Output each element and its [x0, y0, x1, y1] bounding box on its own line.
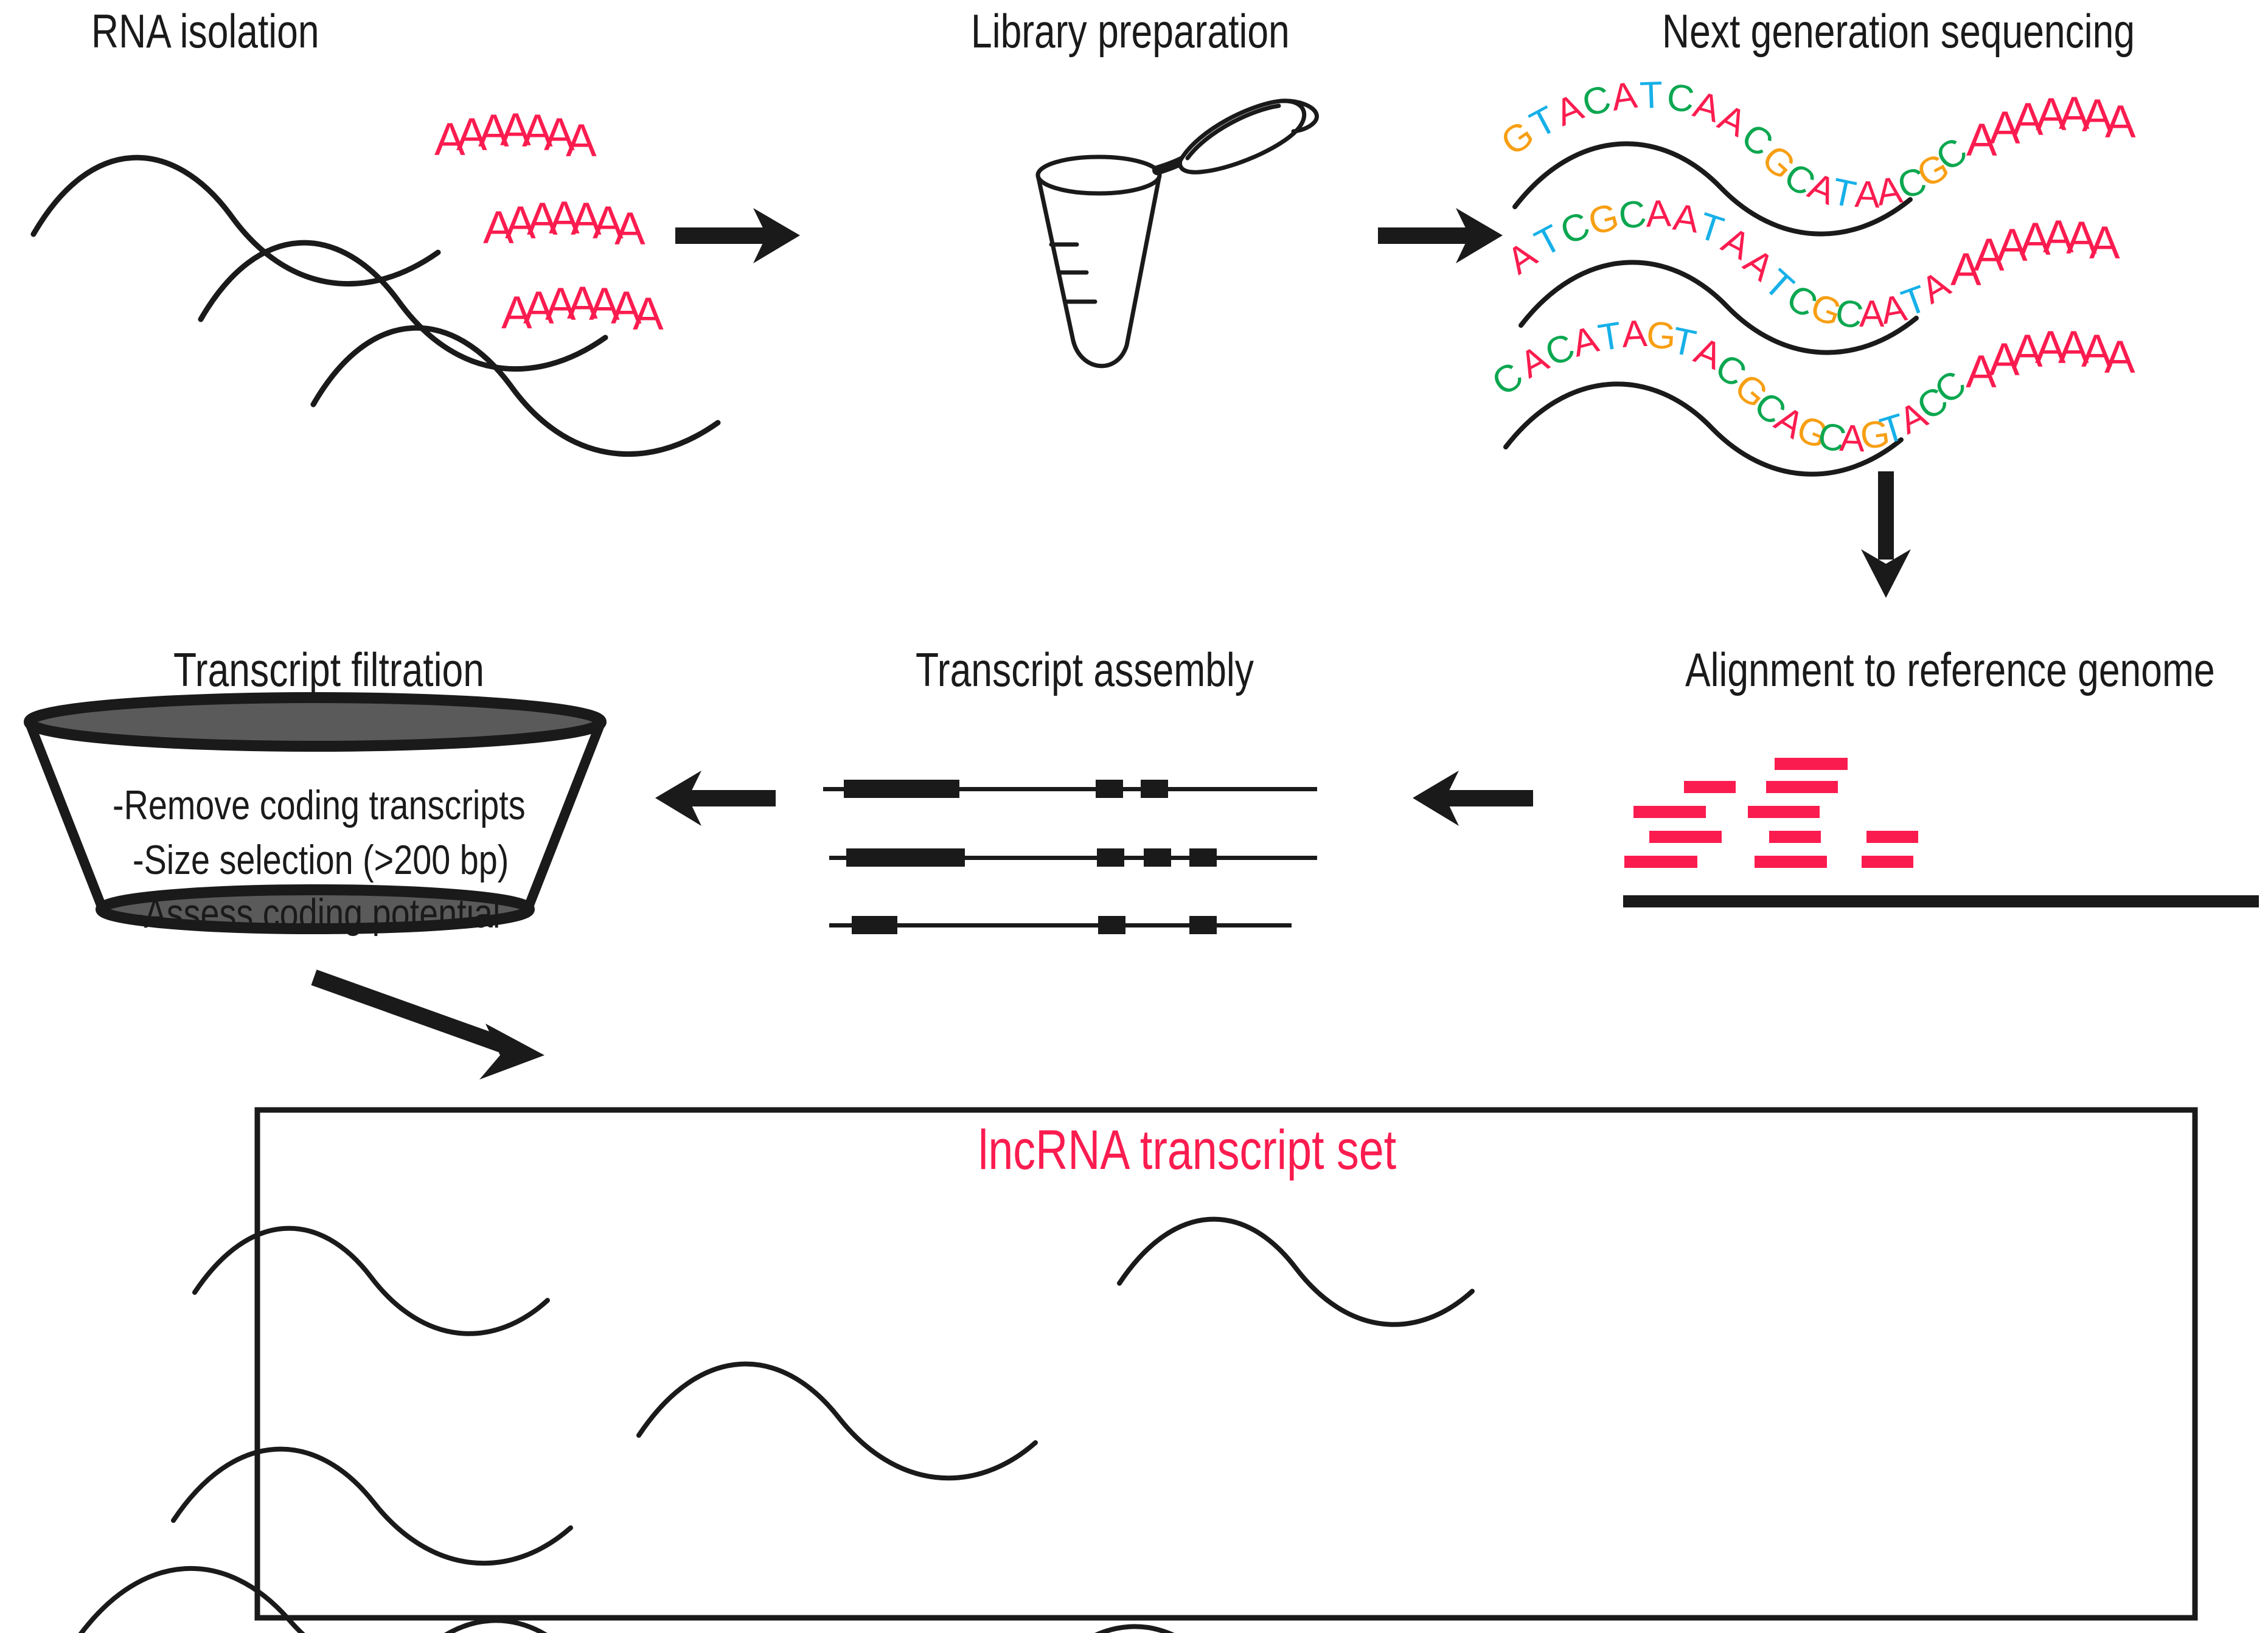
lncrna-wave-3 [636, 1361, 1038, 1481]
svg-text:G: G [1645, 314, 1677, 358]
svg-text:A: A [1671, 196, 1702, 241]
arrow-alignment-to-assembly [1413, 771, 1533, 826]
svg-text:C: C [1616, 192, 1649, 238]
svg-text:A A A A: A A A A A A A [1966, 88, 2136, 166]
lncrna-wave-4 [171, 1446, 573, 1566]
lncrna-wave-6 [444, 1618, 548, 1633]
lncrna-transcript-set-label: lncRNA transcript set [978, 1119, 1397, 1181]
heading-rna-isolation: RNA isolation [91, 4, 319, 58]
svg-text:A: A [1854, 173, 1881, 216]
ngs-read-strand-3: C A C A T A G T A C G C A G C A G T A C … [1484, 313, 2135, 477]
ngs-read-strand-1: G T A C A T C A A C G C A T A A C G C A … [1494, 74, 2136, 237]
heading-library-preparation: Library preparation [971, 4, 1290, 58]
lncrna-wave-2 [1117, 1216, 1475, 1327]
transcript-model-1 [823, 780, 1317, 798]
aligned-read-bars [1624, 758, 1918, 868]
svg-text:A A A A: A A A A A A A [483, 192, 645, 255]
poly-a-tail-1: A A A A A A A [434, 104, 597, 167]
svg-text:A A A A: A A A A A A A [501, 277, 664, 340]
lncrna-wave-1 [192, 1226, 550, 1336]
reference-genome-bar [1623, 895, 2259, 907]
filtration-criterion-2: -Size selection (>200 bp) [133, 837, 509, 883]
transcript-model-2 [829, 848, 1317, 867]
lncrna-transcript-waves-group [78, 1216, 1475, 1633]
heading-next-generation-sequencing: Next generation sequencing [1662, 4, 2135, 58]
lncrna-wave-7 [1094, 1624, 1175, 1633]
svg-text:A: A [1621, 313, 1649, 356]
filtration-criterion-3: -Assess coding potential [133, 890, 501, 937]
svg-text:G: G [1857, 412, 1892, 458]
transcript-model-3 [829, 916, 1292, 934]
arrow-filtration-to-output [311, 969, 544, 1080]
svg-text:A: A [1645, 193, 1672, 235]
arrow-library-to-ngs [1378, 208, 1503, 263]
heading-alignment-to-reference-genome: Alignment to reference genome [1685, 643, 2215, 696]
arrow-assembly-to-filtration [655, 771, 776, 826]
svg-text:T: T [1639, 74, 1663, 117]
poly-a-tail-2: A A A A A A A [483, 192, 645, 255]
svg-text:C: C [1665, 76, 1697, 120]
filtration-criterion-1: -Remove coding transcripts [113, 782, 526, 828]
svg-text:A A A A: A A A A A A A [434, 104, 597, 167]
arrow-rna-to-library [675, 208, 800, 263]
poly-a-tail-3: A A A A A A A [501, 277, 664, 340]
svg-text:A: A [1874, 169, 1905, 214]
heading-transcript-assembly: Transcript assembly [916, 643, 1254, 696]
svg-text:A: A [1609, 74, 1640, 119]
rna-isolation-strands-group [30, 154, 721, 457]
arrow-ngs-to-alignment [1861, 471, 1911, 598]
lncrna-wave-5 [78, 1566, 305, 1633]
alignment-reads-group [1623, 758, 2259, 907]
ngs-read-strand-2: A T C G C A A T A A T C G C A A T A A A … [1500, 192, 2120, 355]
eppendorf-tube-icon [1035, 99, 1319, 369]
heading-transcript-filtration: Transcript filtration [173, 643, 484, 696]
transcript-filtration-funnel-icon [24, 692, 607, 934]
svg-text:A A A A: A A A A A A A [1966, 322, 2135, 398]
svg-text:A: A [1859, 293, 1885, 335]
transcript-assembly-group [823, 780, 1317, 934]
lncrna-output-box [254, 1107, 2198, 1621]
svg-text:A: A [1839, 417, 1866, 460]
svg-text:A A A A: A A A A A A A [1950, 211, 2120, 296]
